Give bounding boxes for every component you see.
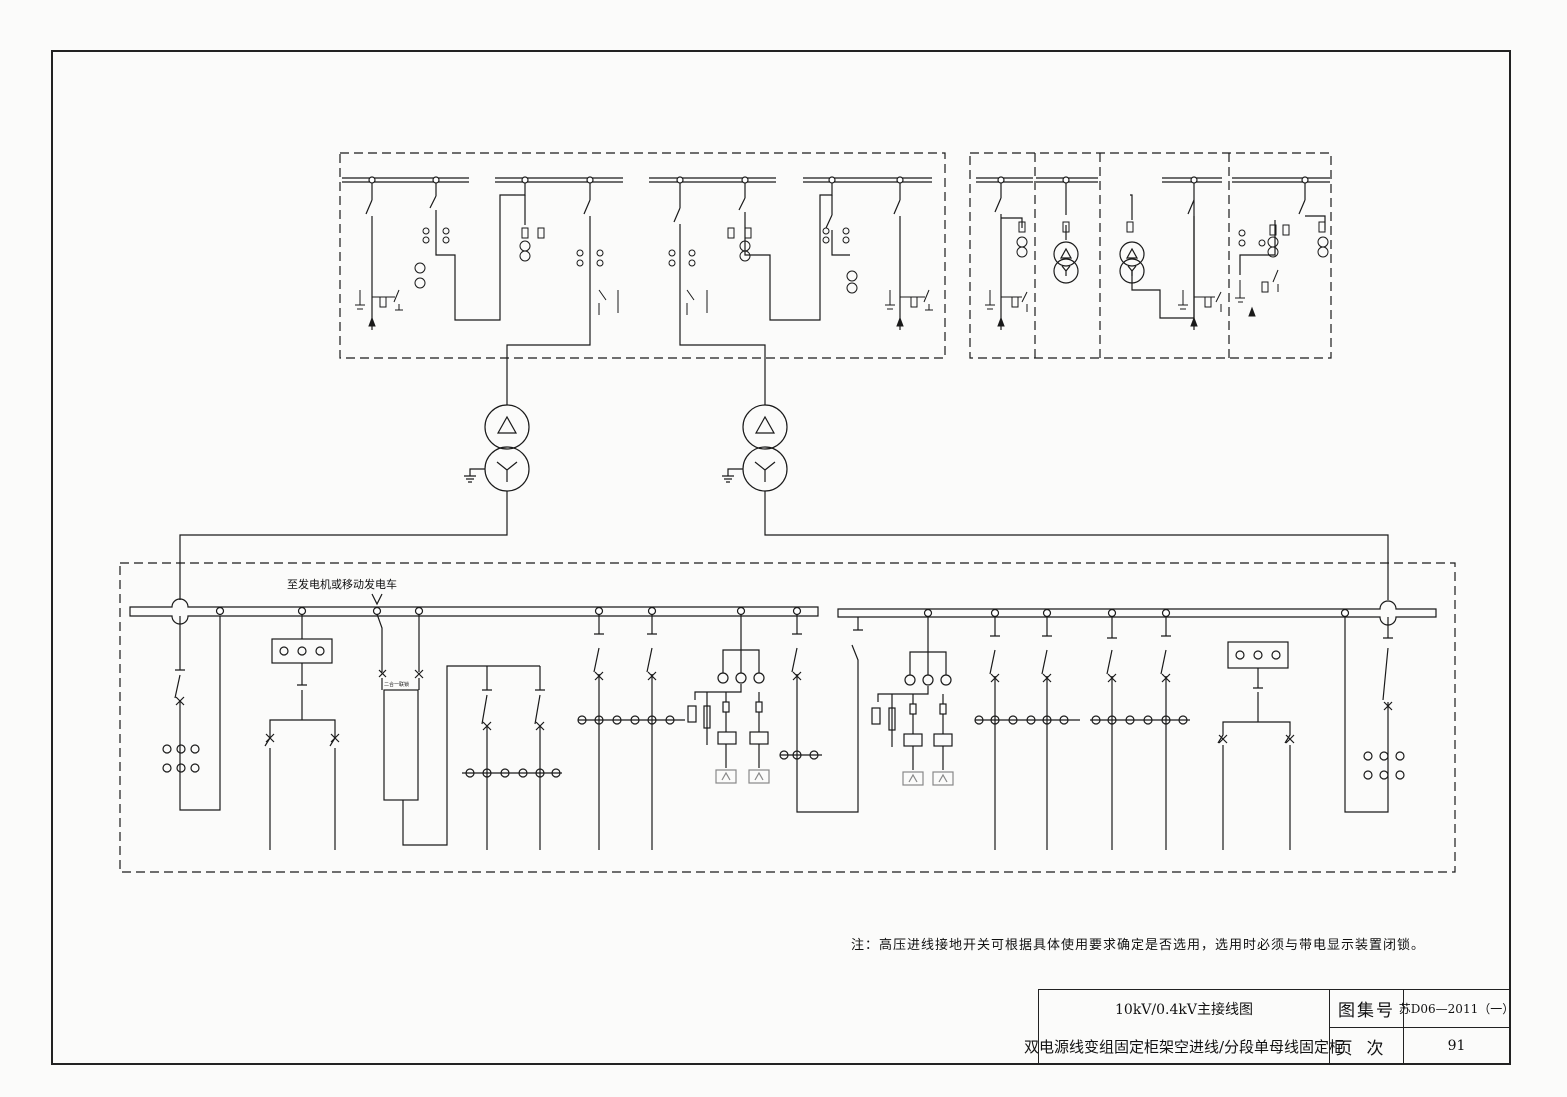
lv-ct-box-right: [1217, 641, 1295, 850]
hv-panel-group-right: [969, 152, 1332, 359]
lv-bus-taps: [215, 606, 1350, 618]
lv-capacitor-bank-1: [687, 615, 770, 784]
lv-feeders-a: [577, 615, 685, 850]
lv-incomer-2: [1344, 617, 1405, 813]
drawing-title: 10kV/0.4kV主接线图: [1115, 1002, 1253, 1018]
drawing-subtitle: 双电源线变组固定柜架空进线/分段单母线固定柜: [1023, 1037, 1345, 1056]
hv-panel-group-left: [339, 152, 946, 359]
lv-switchboard: [119, 562, 1456, 873]
lv-bus-section: [779, 615, 863, 813]
lv-busbars: [129, 598, 1437, 626]
drawing-note: 注：高压进线接地开关可根据具体使用要求确定是否选用，选用时必须与带电显示装置闭锁…: [851, 938, 1426, 953]
generator-label: 至发电机或移动发电车: [287, 578, 397, 591]
power-transformer-2: [722, 404, 1389, 600]
hv-metering-transformers: [1053, 241, 1145, 284]
hv-small-symbols: [355, 221, 1329, 327]
generator-connection-arrow: [371, 593, 383, 606]
hv-busbars: [342, 177, 1330, 183]
hv-panel-dividers: [1034, 153, 1230, 358]
page-number: 91: [1403, 1028, 1509, 1064]
lv-feeders-b: [974, 617, 1190, 850]
drawing-frame: [51, 50, 1511, 1065]
power-transformer-1: [179, 404, 530, 600]
lv-ct-box-left: [264, 615, 340, 850]
tie-breaker-label: 二合一联锁: [384, 682, 410, 688]
lv-capacitor-bank-2: [871, 617, 954, 786]
hv-bus-taps: [368, 176, 1309, 184]
lv-generator-tie: [376, 613, 562, 850]
title-block: 10kV/0.4kV主接线图 双电源线变组固定柜架空进线/分段单母线固定柜 图集…: [1023, 989, 1514, 1065]
hv-feeders: [365, 183, 1326, 405]
atlas-number-label: 图集号: [1329, 990, 1403, 1028]
page-number-label: 页次: [1329, 1028, 1403, 1064]
lv-incomer-1: [162, 616, 221, 811]
atlas-number: 苏D06—2011（一）: [1399, 990, 1514, 1028]
